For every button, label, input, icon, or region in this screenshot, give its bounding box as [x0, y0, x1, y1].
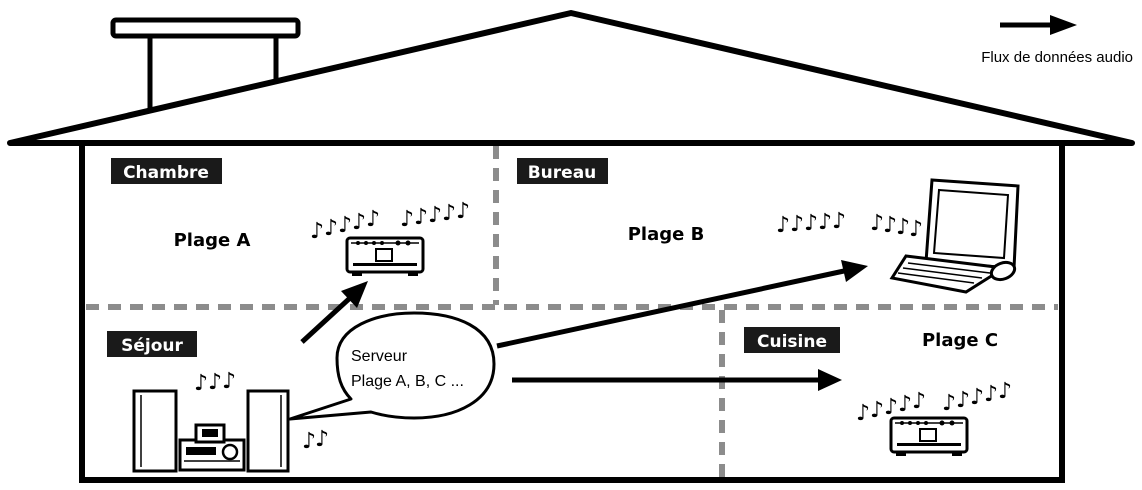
room-label-cuisine: Cuisine — [744, 327, 840, 353]
antenna-icon — [110, 17, 301, 110]
music-note-icon: ♪ — [302, 429, 316, 454]
audio-flow-arrow-icon — [300, 281, 368, 344]
music-note-icon: ♪ — [776, 213, 790, 238]
audio-flow-arrow-icon — [496, 260, 868, 349]
music-note-icon: ♪ — [194, 371, 208, 396]
music-note-icon: ♪ — [222, 369, 236, 394]
track-label-c: Plage C — [922, 330, 998, 351]
music-note-icon: ♪ — [456, 199, 470, 224]
music-note-icon: ♪ — [856, 401, 870, 426]
music-note-icon: ♪ — [870, 398, 884, 423]
music-note-icon: ♪ — [896, 215, 910, 240]
audio-flow-arrow-icon — [512, 369, 842, 391]
audio-flow-arrows — [300, 260, 868, 391]
music-note-icon: ♪ — [909, 217, 923, 242]
music-note-icon: ♪ — [883, 213, 897, 238]
music-note-icon: ♪ — [870, 211, 884, 236]
music-note-icon: ♪ — [400, 207, 414, 232]
hifi-system-icon — [132, 389, 290, 473]
laptop-computer-icon — [889, 178, 1020, 294]
mouse-icon — [989, 260, 1017, 282]
music-note-icon: ♪ — [208, 370, 222, 395]
room-label-chambre-text: Chambre — [123, 163, 209, 183]
music-note-icon: ♪ — [324, 216, 338, 241]
room-label-bureau-text: Bureau — [528, 163, 597, 183]
music-note-icon: ♪ — [832, 209, 846, 234]
legend: Flux de données audio — [981, 15, 1133, 66]
room-label-sejour: Séjour — [107, 331, 197, 357]
music-note-icon: ♪ — [942, 391, 956, 416]
speaker-icon — [132, 389, 178, 473]
music-note-icon: ♪ — [310, 219, 324, 244]
legend-label: Flux de données audio — [981, 49, 1133, 66]
track-label-a: Plage A — [174, 230, 251, 251]
server-bubble-line1: Serveur — [351, 348, 408, 365]
room-dividers — [86, 146, 1058, 477]
music-note-icon: ♪ — [970, 385, 984, 410]
music-notes: ♪♪♪♪♪♪♪♪♪♪♪♪♪♪♪♪♪♪♪♪♪♪♪♪♪♪♪♪♪♪♪♪♪♪ — [194, 199, 1012, 454]
music-note-icon: ♪ — [898, 392, 912, 417]
music-note-icon: ♪ — [428, 203, 442, 228]
music-note-icon: ♪ — [956, 388, 970, 413]
music-note-icon: ♪ — [338, 213, 352, 238]
music-note-icon: ♪ — [366, 207, 380, 232]
room-label-sejour-text: Séjour — [121, 336, 183, 356]
room-label-chambre: Chambre — [111, 158, 222, 184]
music-note-icon: ♪ — [315, 427, 329, 452]
room-label-cuisine-text: Cuisine — [757, 332, 827, 352]
server-bubble: Serveur Plage A, B, C ... — [288, 311, 496, 421]
track-label-b: Plage B — [628, 224, 705, 245]
network-audio-player-icon — [345, 236, 425, 276]
server-bubble-line2: Plage A, B, C ... — [351, 373, 464, 390]
music-note-icon: ♪ — [998, 379, 1012, 404]
music-note-icon: ♪ — [442, 201, 456, 226]
audio-flow-arrow-icon — [1000, 15, 1077, 35]
speaker-icon — [246, 389, 290, 473]
music-note-icon: ♪ — [790, 212, 804, 237]
room-label-bureau: Bureau — [517, 158, 608, 184]
network-audio-player-icon — [889, 416, 969, 456]
music-note-icon: ♪ — [352, 210, 366, 235]
music-note-icon: ♪ — [884, 395, 898, 420]
music-note-icon: ♪ — [818, 210, 832, 235]
music-note-icon: ♪ — [984, 382, 998, 407]
music-note-icon: ♪ — [414, 205, 428, 230]
music-note-icon: ♪ — [912, 389, 926, 414]
music-note-icon: ♪ — [804, 211, 818, 236]
